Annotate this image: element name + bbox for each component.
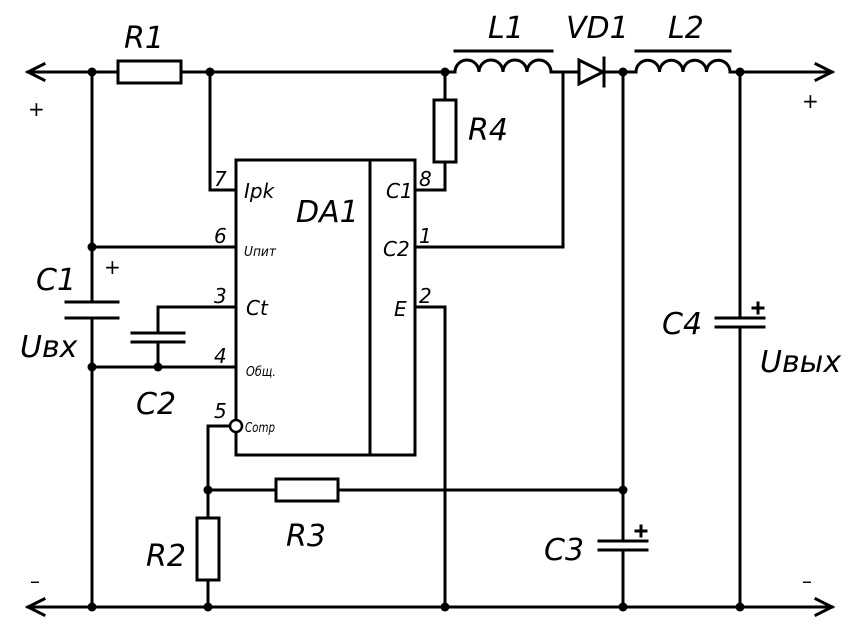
terminal-arrows [24, 61, 836, 618]
signal-c1: C1 [386, 179, 413, 203]
signal-ulim: Uпит [244, 245, 276, 260]
label-uout: Uвых [760, 345, 841, 380]
label-r4: R4 [468, 113, 508, 148]
comp-inverting-bubble [228, 418, 244, 434]
label-r2: R2 [146, 539, 186, 574]
signal-ct: Ct [246, 296, 269, 320]
pin-number-6: 6 [214, 224, 227, 248]
signal-ipk: Ipk [244, 179, 276, 203]
diode-vd1 [577, 56, 607, 88]
resistor-r2 [195, 516, 221, 582]
label-c1: C1 [36, 263, 76, 298]
label-r3: R3 [286, 519, 326, 554]
resistor-r3 [274, 477, 340, 503]
signal-gnd: Общ. [246, 365, 276, 380]
pin-number-3: 3 [214, 284, 227, 308]
resistor-r4 [432, 98, 458, 164]
resistor-r1 [116, 59, 183, 85]
sign-out-plus: + [802, 89, 819, 113]
pin-number-5: 5 [214, 399, 227, 423]
label-da1: DA1 [296, 195, 359, 230]
signal-c2: C2 [383, 237, 410, 261]
sign-in-plus: + [28, 97, 45, 121]
wires [26, 70, 834, 609]
junction-dots [87, 67, 745, 612]
signal-comp: Comp [245, 421, 275, 436]
label-uin: Uвх [20, 330, 78, 365]
pin-number-4: 4 [214, 344, 227, 368]
sign-c1-plus: + [104, 255, 121, 279]
capacitor-c4 [714, 301, 766, 329]
sign-out-minus: – [802, 569, 812, 593]
label-l1: L1 [488, 11, 524, 46]
capacitor-c2 [130, 331, 186, 344]
pin-number-1: 1 [419, 224, 432, 248]
pin-number-8: 8 [419, 167, 432, 191]
ic-da1 [234, 158, 417, 457]
inductor-l2 [634, 49, 732, 74]
label-c2: C2 [136, 387, 176, 422]
label-r1: R1 [124, 21, 164, 56]
capacitor-c1 [64, 300, 120, 320]
capacitor-c3 [597, 524, 649, 552]
pin-number-7: 7 [214, 167, 227, 191]
signal-e: E [394, 297, 407, 321]
label-c4: C4 [662, 307, 702, 342]
label-vd1: VD1 [566, 11, 629, 46]
pin-number-2: 2 [419, 284, 432, 308]
sign-in-minus: – [30, 569, 40, 593]
label-l2: L2 [668, 11, 704, 46]
inductor-l1 [453, 49, 554, 74]
label-c3: C3 [544, 533, 584, 568]
